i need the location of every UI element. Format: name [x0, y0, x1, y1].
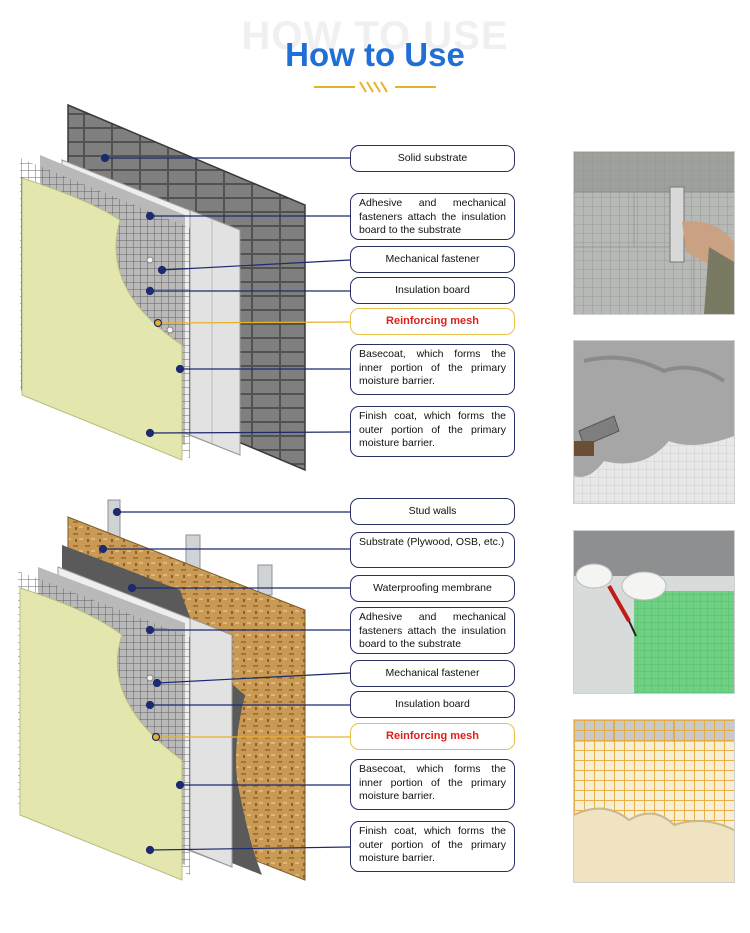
callout-waterproofing-membrane: Waterproofing membrane	[350, 575, 515, 602]
title-divider	[314, 81, 436, 93]
page-title: How to Use	[285, 36, 465, 73]
callout-insulation-board: Insulation board	[350, 277, 515, 304]
photo-cutting-green-mesh	[573, 530, 735, 694]
callout-stud-walls: Stud walls	[350, 498, 515, 525]
callout-solid-substrate: Solid substrate	[350, 145, 515, 172]
photo-mesh-layers-closeup	[573, 719, 735, 883]
callout-mechanical-fastener-2: Mechanical fastener	[350, 660, 515, 687]
callout-adhesive-fasteners: Adhesive and mechanical fasteners attach…	[350, 193, 515, 240]
callout-reinforcing-mesh: Reinforcing mesh	[350, 308, 515, 335]
photo-basecoat-application	[573, 340, 735, 504]
title-watermark: HOW TO USE	[241, 14, 509, 58]
framed-wall-diagram	[18, 499, 306, 881]
callout-finish-coat: Finish coat, which forms the outer porti…	[350, 406, 515, 457]
callout-mechanical-fastener: Mechanical fastener	[350, 246, 515, 273]
masonry-wall-diagram	[20, 103, 306, 472]
callout-basecoat-2: Basecoat, which forms the inner portion …	[350, 759, 515, 810]
callout-basecoat: Basecoat, which forms the inner portion …	[350, 344, 515, 395]
callout-substrate-osb: Substrate (Plywood, OSB, etc.)	[350, 532, 515, 568]
callout-insulation-board-2: Insulation board	[350, 691, 515, 718]
callout-finish-coat-2: Finish coat, which forms the outer porti…	[350, 821, 515, 872]
finish-coat-layer-2	[19, 587, 183, 881]
photo-trowel-mesh-wall	[573, 151, 735, 315]
finish-coat-layer	[21, 177, 183, 461]
callout-adhesive-fasteners-2: Adhesive and mechanical fasteners attach…	[350, 607, 515, 654]
callout-reinforcing-mesh-2: Reinforcing mesh	[350, 723, 515, 750]
